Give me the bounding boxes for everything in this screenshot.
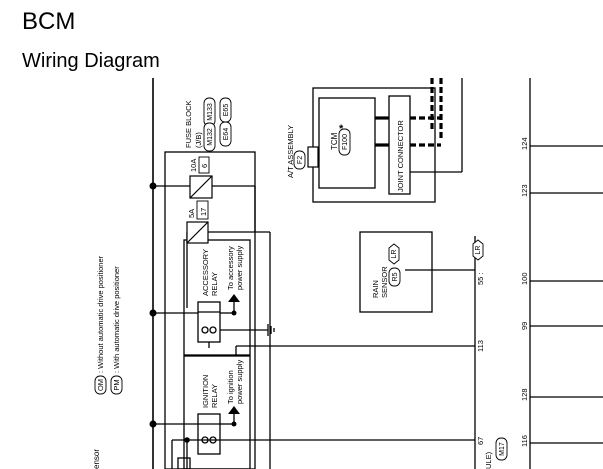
tcm-label: TCM — [330, 132, 339, 150]
terminal-123: 123 — [520, 184, 529, 197]
acc-relay-coil-frame — [197, 301, 221, 343]
acc-relay-coil-a — [201, 326, 209, 334]
fuse-5a-amp: 5A — [187, 209, 196, 218]
connector-m17: M17 — [495, 437, 508, 461]
pm-code: PM — [112, 379, 121, 390]
ign-relay-coil-frame — [197, 413, 221, 455]
terminal-128: 128 — [520, 388, 529, 401]
junction-dot — [184, 437, 190, 443]
om-code: OM — [96, 379, 105, 391]
wire-55-label: 55 : — [476, 272, 485, 285]
rain-sensor-label-2: SENSOR — [380, 266, 389, 298]
svg-text:F2: F2 — [297, 156, 304, 164]
fuse-10a-slash — [189, 175, 213, 199]
legend-pm: PM : With automatic drive positioner — [110, 266, 123, 395]
svg-text:M17: M17 — [499, 442, 506, 456]
connector-e64: E64 — [219, 121, 232, 147]
terminal-99: 99 — [520, 322, 529, 330]
ign-relay-label-2: RELAY — [210, 384, 219, 408]
acc-relay-note: To accessory — [226, 246, 235, 290]
fuse-block-box — [164, 151, 256, 469]
connector-f2: F2 — [293, 150, 306, 170]
junction-dot — [231, 310, 237, 316]
fuse-10a-num-box — [198, 156, 210, 174]
arrow-up-icon — [228, 294, 240, 302]
svg-text:LR: LR — [391, 250, 398, 259]
pm-code-oval — [110, 375, 123, 395]
arrow-up-icon — [228, 406, 240, 414]
rain-sensor-label: RAIN — [371, 280, 380, 298]
tcm-asterisk: * — [339, 123, 344, 135]
junction-dot — [149, 309, 157, 317]
ground-bracket — [307, 146, 319, 168]
junction-dot — [149, 182, 157, 190]
wire-55-code: LR — [472, 239, 484, 261]
terminal-124: 124 — [520, 137, 529, 150]
fuse-5a-num: 17 — [199, 208, 208, 216]
om-code-oval — [94, 375, 107, 395]
connector-m132: M132 — [203, 122, 216, 152]
ign-relay-label: IGNITION — [201, 375, 210, 408]
terminal-100: 100 — [520, 272, 529, 285]
fuse-5a-num-box — [196, 200, 209, 220]
svg-text:M133: M133 — [207, 103, 214, 121]
rain-sensor-box — [359, 231, 433, 313]
pm-text: : With automatic drive positioner — [112, 266, 121, 373]
svg-text:M132: M132 — [207, 128, 214, 146]
connector-f100: F100 — [338, 128, 351, 156]
ignition-relay-box — [183, 355, 251, 469]
svg-text:F100: F100 — [342, 134, 349, 150]
connector-m133: M133 — [203, 97, 216, 127]
terminal-116: 116 — [520, 435, 529, 447]
fuse-10a-num: 6 — [200, 164, 209, 168]
svg-text:R5: R5 — [392, 272, 399, 281]
fuse-5a-slash — [186, 221, 209, 244]
junction-dot — [149, 420, 157, 428]
svg-text:E65: E65 — [223, 104, 230, 117]
joint-connector-label: JOINT CONNECTOR — [396, 120, 405, 192]
page-subtitle: Wiring Diagram — [22, 50, 160, 72]
accessory-relay-box — [183, 239, 251, 356]
acc-relay-note-2: power supply — [235, 246, 244, 290]
at-assembly-box — [312, 87, 436, 203]
page-title: BCM — [22, 8, 76, 35]
ign-relay-note: To ignition — [226, 370, 235, 404]
at-assembly-label: A/T ASSEMBLY — [286, 125, 295, 178]
legend-om: OM : Without automatic drive positioner — [94, 255, 107, 395]
fuse-block-jb: (J/B) — [194, 132, 203, 148]
connector-r5: R5 — [388, 267, 401, 287]
acc-relay-label-2: RELAY — [210, 272, 219, 296]
svg-text:LR: LR — [475, 246, 482, 255]
legend-cut-text: ensor — [92, 449, 101, 469]
fuse-10a-amp: 10A — [189, 159, 198, 172]
bottom-cut-text: ULE) — [484, 451, 493, 469]
ign-relay-note-2: power supply — [235, 360, 244, 404]
rain-pin-code: LR — [388, 243, 400, 265]
terminal-67: 67 — [476, 437, 485, 445]
terminal-113: 113 — [476, 340, 485, 352]
junction-dot — [231, 421, 237, 427]
connector-e65: E65 — [219, 97, 232, 123]
svg-text:E64: E64 — [223, 128, 230, 141]
acc-relay-coil-b — [209, 326, 217, 334]
acc-relay-label: ACCESSORY — [201, 249, 210, 296]
tcm-box — [318, 97, 376, 189]
om-text: : Without automatic drive positioner — [96, 255, 105, 373]
fuse-block-label: FUSE BLOCK — [184, 100, 193, 148]
bottom-fuse-stub — [177, 457, 191, 469]
